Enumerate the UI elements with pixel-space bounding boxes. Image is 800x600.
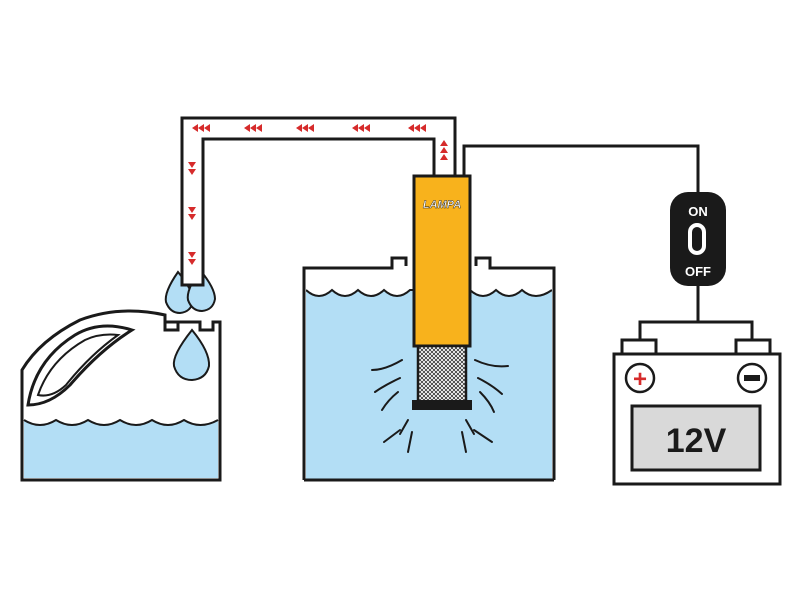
flow-arrows: [188, 124, 448, 265]
droplet-icon: [172, 328, 211, 382]
rocker-switch: ON OFF: [670, 192, 726, 286]
voltage-display: [630, 404, 762, 472]
canister-handle: [26, 324, 136, 407]
flow-arrow-icon: [192, 124, 210, 132]
pump-base: [412, 400, 472, 410]
flow-arrow-icon: [188, 162, 196, 175]
flow-arrow-icon: [296, 124, 314, 132]
switch-on-label: ON: [688, 204, 708, 219]
plus-symbol: +: [633, 366, 647, 393]
filter-icon: [416, 344, 468, 404]
destination-canister: [20, 309, 222, 482]
battery: + 12V: [612, 338, 782, 486]
battery-terminal-negative: [734, 338, 772, 356]
canister-water: [24, 420, 218, 478]
water-droplets: [164, 268, 217, 382]
plus-icon: [624, 362, 656, 394]
suction-lines: [371, 359, 509, 453]
flow-arrow-icon: [408, 124, 426, 132]
flow-arrow-icon: [188, 207, 196, 220]
flow-arrow-icon: [188, 252, 196, 265]
brand-logo: LAMPA: [423, 199, 461, 211]
pump: LAMPA: [412, 174, 472, 410]
wiring: [462, 144, 754, 340]
switch-off-label: OFF: [685, 264, 711, 279]
flow-arrow-icon: [440, 140, 448, 160]
flow-arrow-icon: [244, 124, 262, 132]
flow-arrow-icon: [352, 124, 370, 132]
voltage-label: 12V: [666, 422, 727, 460]
battery-terminal-positive: [620, 338, 658, 356]
